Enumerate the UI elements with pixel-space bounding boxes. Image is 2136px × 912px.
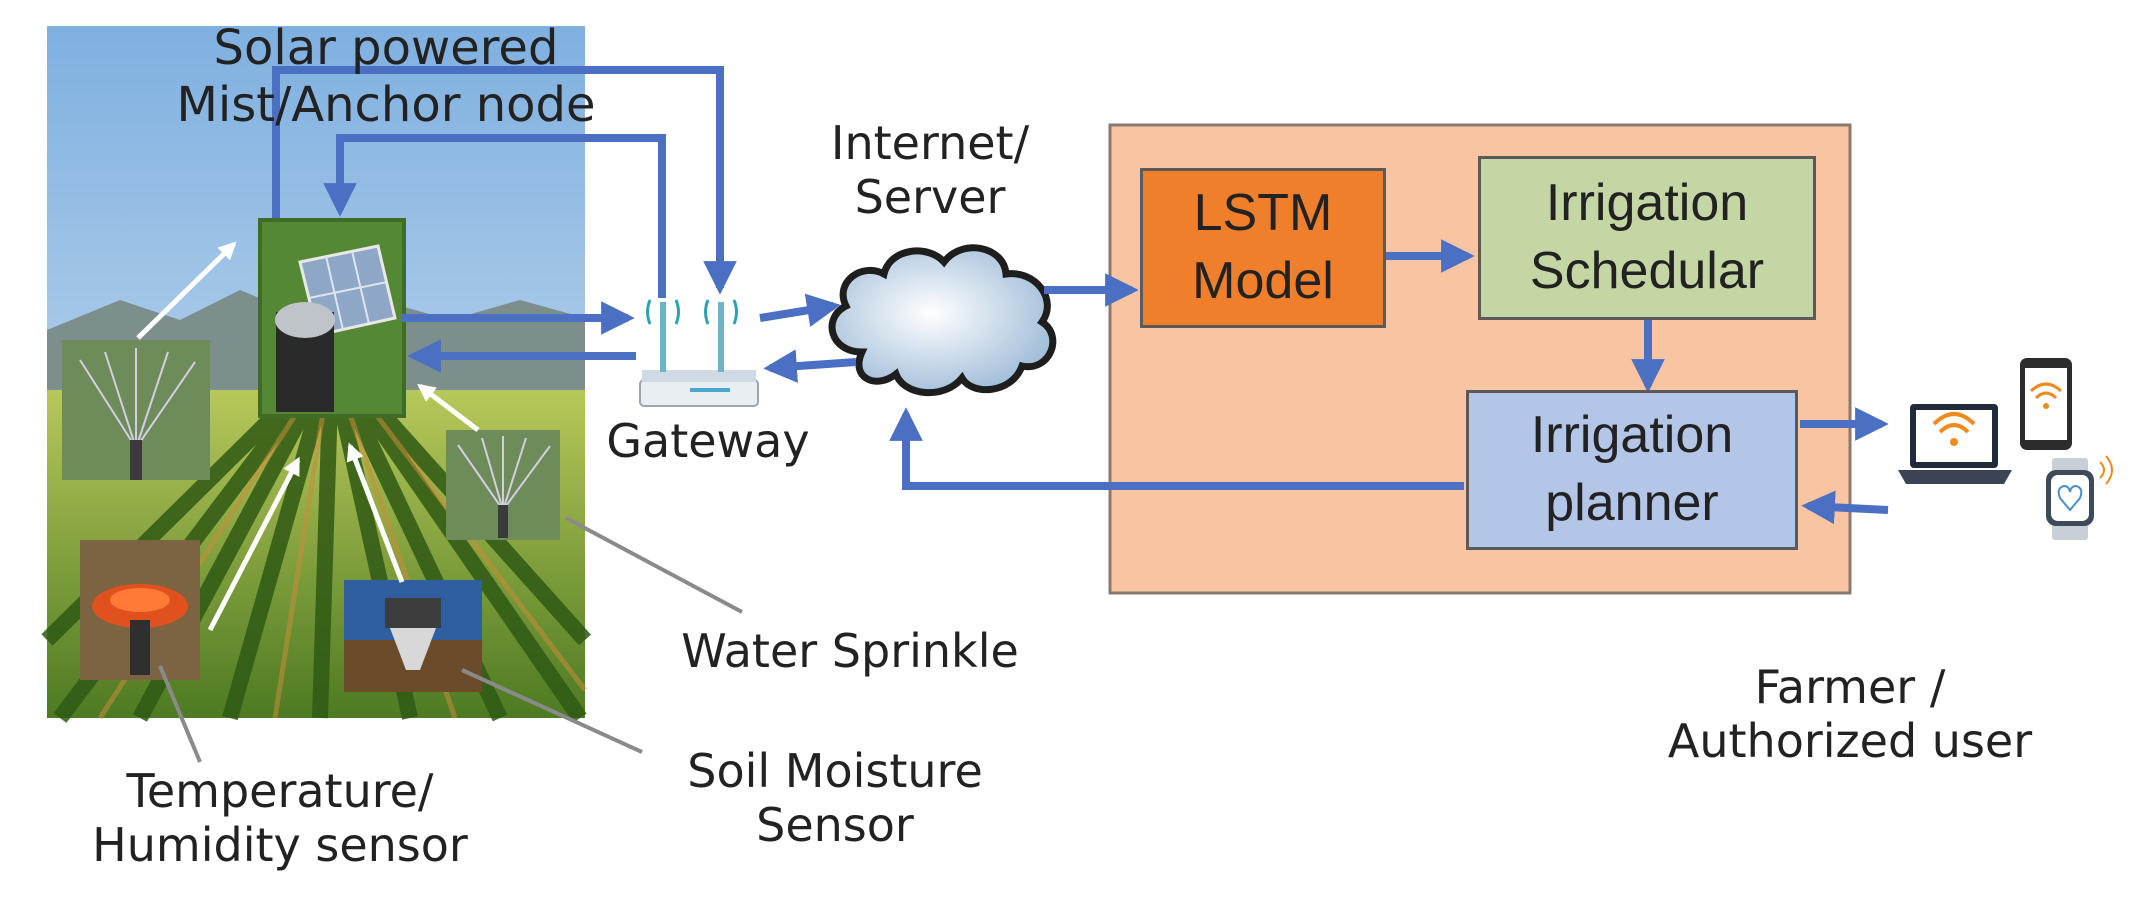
- solar-node-label: Solar powered Mist/Anchor node: [176, 20, 596, 133]
- arrow-gateway-to-cloud: [759, 293, 841, 327]
- arrow-node-to-gateway-top: [272, 66, 737, 295]
- arrow-cloud-to-gateway: [763, 349, 857, 383]
- water-sprinkle-label: Water Sprinkle: [681, 624, 1019, 678]
- temperature-sensor-photo: [80, 540, 200, 680]
- irrigation-planner-label: Irrigation planner: [1530, 406, 1734, 532]
- arrow-devices-to-planner: [1801, 490, 1889, 525]
- solar-node-photo: [258, 218, 406, 418]
- sprinkler-photo: [62, 340, 210, 480]
- gateway-label: Gateway: [606, 414, 810, 468]
- lstm-model-label: LSTM Model: [1192, 184, 1334, 310]
- farmer-label: Farmer / Authorized user: [1667, 660, 2033, 769]
- sprinkler-photo-2: [446, 430, 560, 540]
- phone-icon: [2020, 358, 2072, 450]
- laptop-icon: [1898, 404, 2012, 484]
- soil-moisture-label: Soil Moisture Sensor: [687, 744, 983, 853]
- arrow-gateway-to-node-top: [323, 134, 666, 298]
- soil-sensor-photo: [344, 580, 482, 692]
- callout-lines: [158, 516, 743, 763]
- lstm-model-box: LSTM Model: [1140, 168, 1386, 328]
- irrigation-scheduler-box: Irrigation Schedular: [1478, 156, 1816, 320]
- cloud-icon: [828, 244, 1057, 396]
- temperature-humidity-label: Temperature/ Humidity sensor: [92, 764, 468, 873]
- smartwatch-icon: [2046, 455, 2113, 540]
- irrigation-scheduler-label: Irrigation Schedular: [1529, 174, 1765, 300]
- sensor-to-node-arrows: [136, 241, 480, 632]
- irrigation-planner-box: Irrigation planner: [1466, 390, 1798, 550]
- internet-server-label: Internet/ Server: [830, 116, 1030, 225]
- flow-arrows: [272, 66, 1889, 525]
- arrow-planner-to-cloud: [889, 407, 1464, 490]
- router-icon: [639, 299, 759, 407]
